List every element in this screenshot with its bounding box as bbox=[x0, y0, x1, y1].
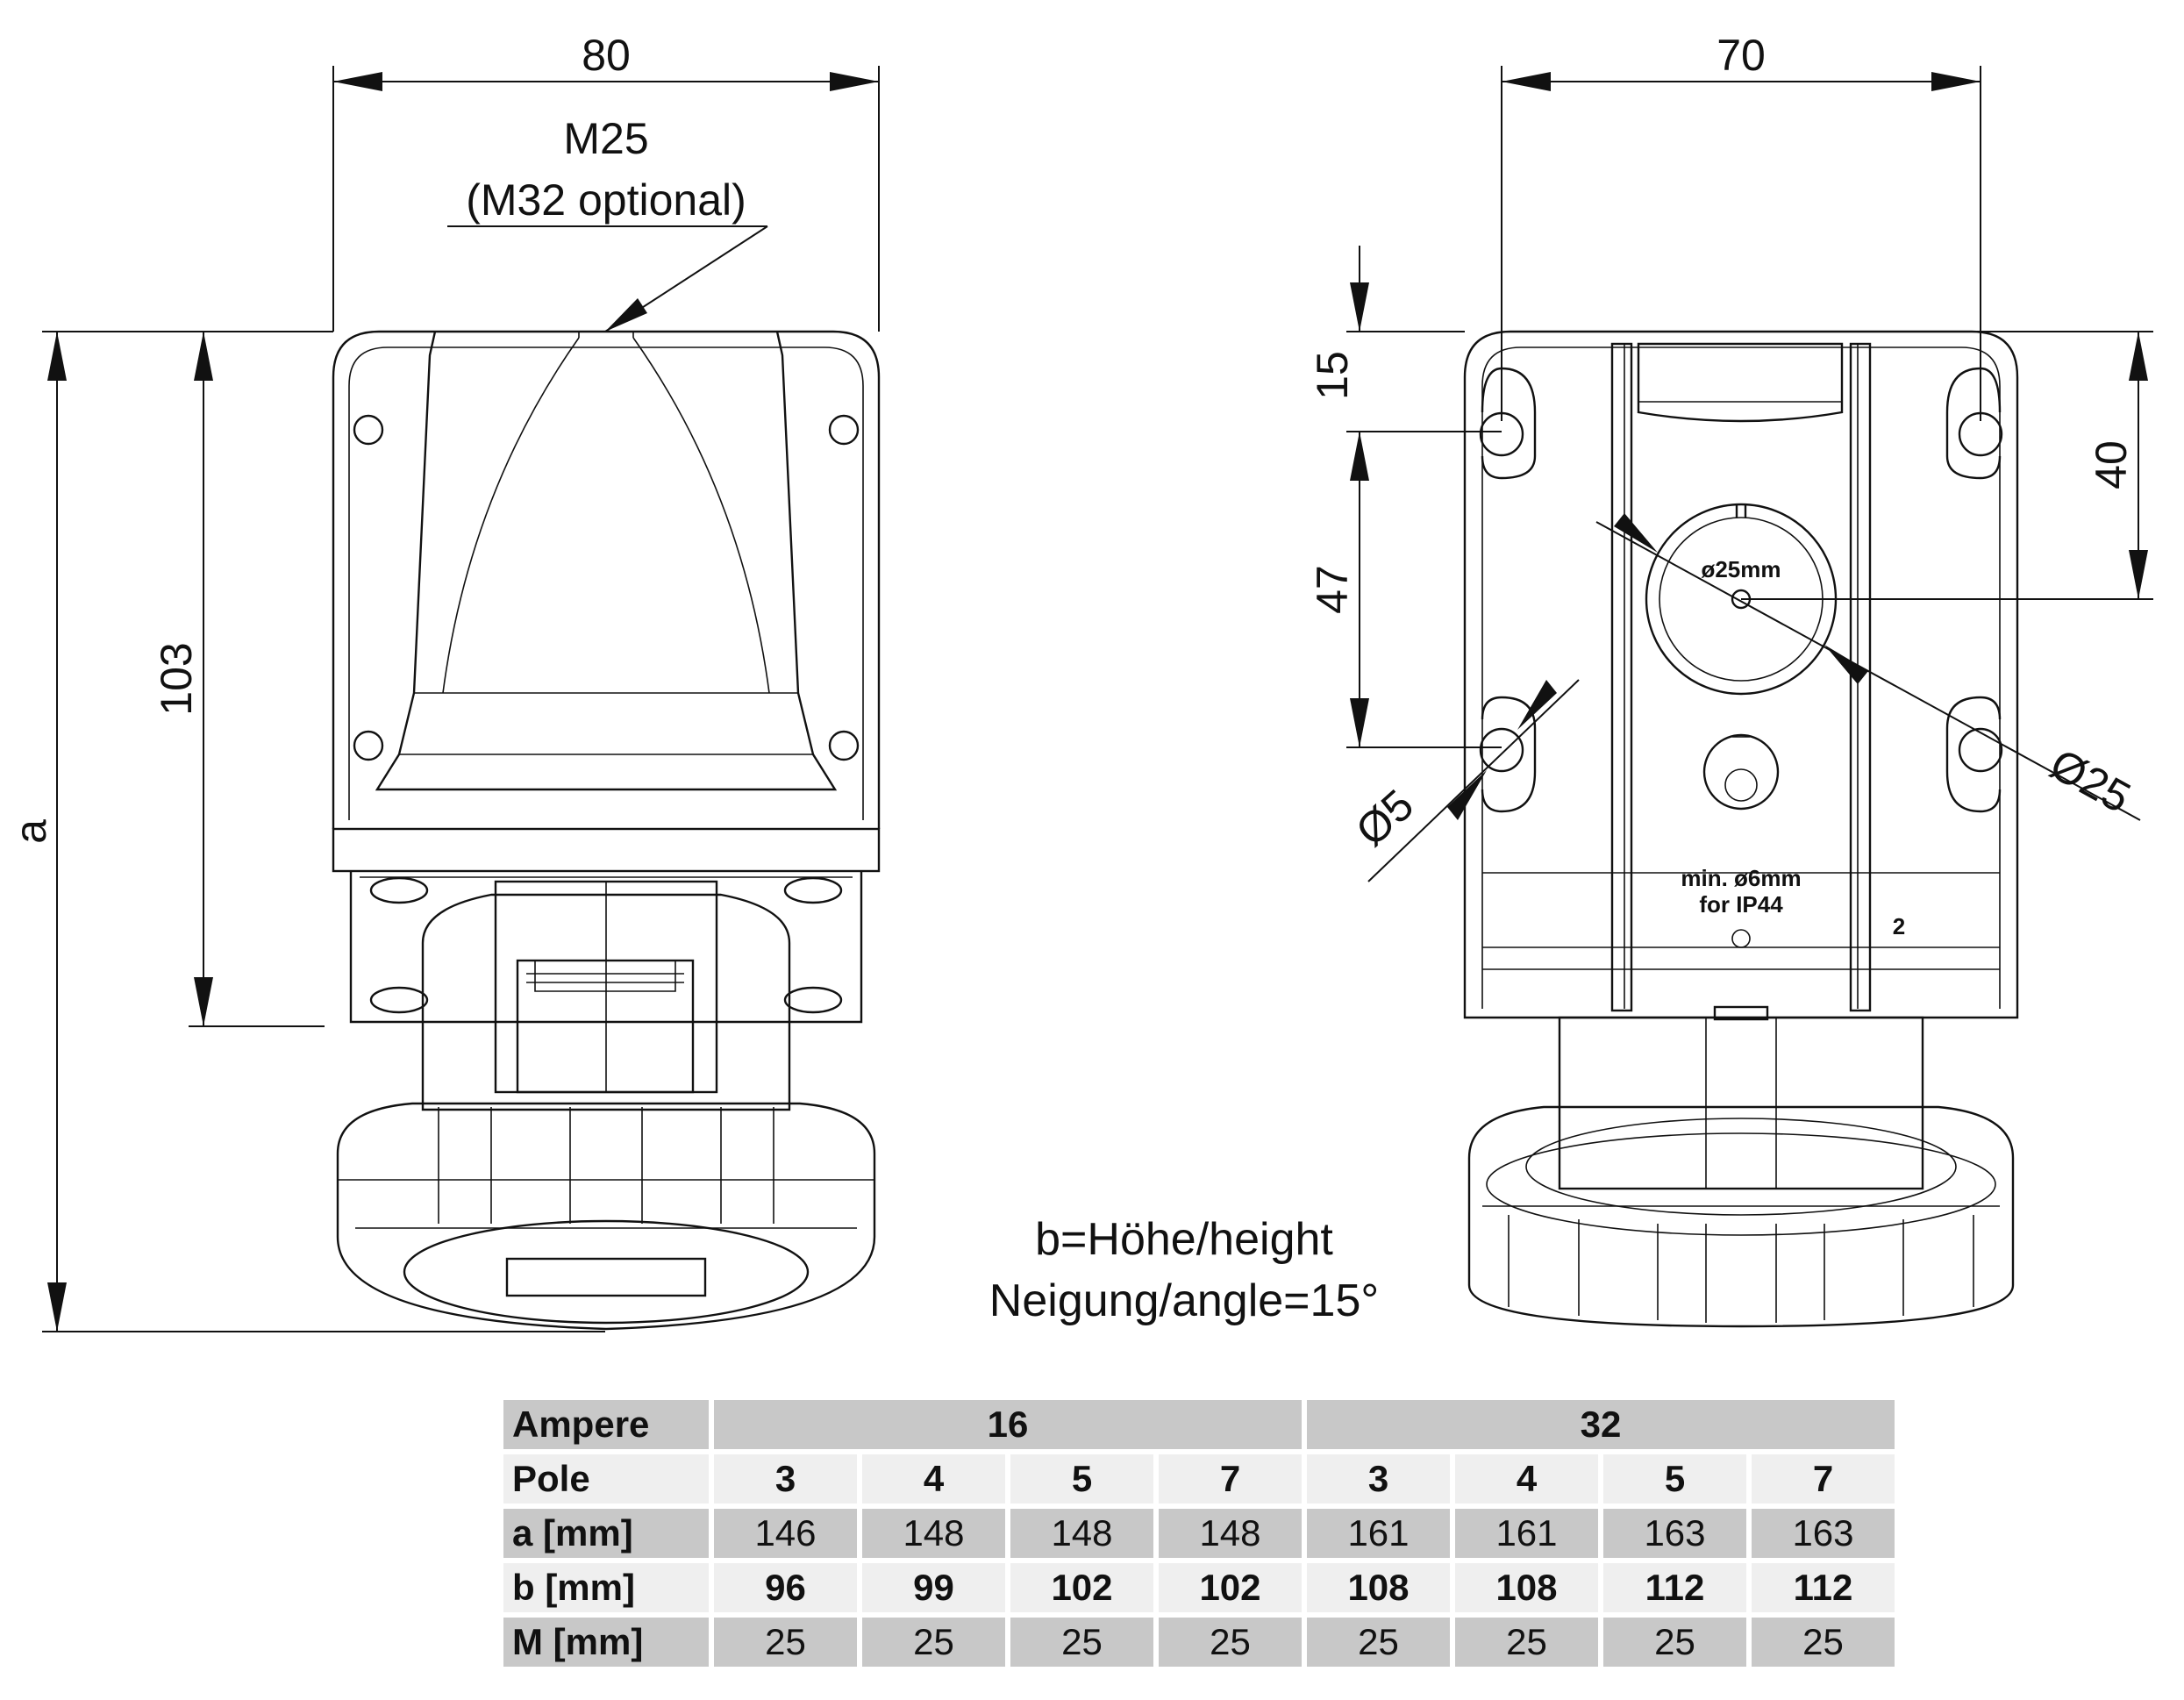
thread-callout: M25 (M32 optional) bbox=[447, 114, 768, 332]
table-cell: 7 bbox=[1159, 1454, 1302, 1504]
table-cell: 25 bbox=[1752, 1618, 1895, 1667]
dim-width-80-text: 80 bbox=[582, 31, 631, 80]
table-cell: 108 bbox=[1455, 1563, 1598, 1612]
table-cell: 148 bbox=[862, 1509, 1005, 1558]
table-cell: 4 bbox=[1455, 1454, 1598, 1504]
dim-right-40: 40 bbox=[1741, 331, 2153, 600]
front-coupling-ring bbox=[1467, 1105, 2015, 1328]
notes: b=Höhe/height Neigung/angle=15° bbox=[989, 1214, 1379, 1326]
table-row-ampere: Ampere 16 32 bbox=[503, 1400, 1895, 1449]
side-view: 80 M25 (M32 optional) a 103 bbox=[6, 31, 881, 1332]
table-cell: 102 bbox=[1159, 1563, 1302, 1612]
table-cell: 148 bbox=[1159, 1509, 1302, 1558]
table-cell: 25 bbox=[1603, 1618, 1746, 1667]
cable-entry: ø25mm bbox=[1645, 503, 1838, 696]
table-cell: 163 bbox=[1603, 1509, 1746, 1558]
table-cell: 112 bbox=[1752, 1563, 1895, 1612]
table-cell: 99 bbox=[862, 1563, 1005, 1612]
dim-diameter-25-text: Ø25 bbox=[2042, 739, 2138, 823]
dim-diameter-25: Ø25 bbox=[1595, 513, 2141, 823]
table-cell: 4 bbox=[862, 1454, 1005, 1504]
table-cell: 25 bbox=[714, 1618, 857, 1667]
earth-knob bbox=[1702, 733, 1780, 811]
side-housing bbox=[375, 331, 838, 791]
front-socket-tube bbox=[1558, 1005, 1924, 1190]
dim-width-70: 70 bbox=[1501, 31, 1981, 421]
table-cell: 25 bbox=[1010, 1618, 1153, 1667]
table-row-b: b [mm] 96 99 102 102 108 108 112 112 bbox=[503, 1563, 1895, 1612]
thread-optional-label: (M32 optional) bbox=[466, 175, 746, 225]
entry-marking: ø25mm bbox=[1701, 556, 1781, 582]
table-cell: 112 bbox=[1603, 1563, 1746, 1612]
ip-marking-line1: min. ø6mm bbox=[1681, 865, 1801, 891]
table-cell: 161 bbox=[1455, 1509, 1598, 1558]
row-label: Ampere bbox=[503, 1400, 709, 1449]
thread-label: M25 bbox=[563, 114, 648, 163]
table-row-m: M [mm] 25 25 25 25 25 25 25 25 bbox=[503, 1618, 1895, 1667]
ampere-group-32: 32 bbox=[1307, 1400, 1895, 1449]
dim-40-text: 40 bbox=[2087, 440, 2136, 489]
dim-width-80: 80 bbox=[332, 31, 880, 332]
side-coupling-ring bbox=[336, 1102, 876, 1331]
table-cell: 25 bbox=[862, 1618, 1005, 1667]
dim-height-a: a bbox=[6, 331, 605, 1332]
side-socket-body bbox=[421, 880, 791, 1111]
table-cell: 102 bbox=[1010, 1563, 1153, 1612]
table-cell: 108 bbox=[1307, 1563, 1450, 1612]
table-row-pole: Pole 3 4 5 7 3 4 5 7 bbox=[503, 1454, 1895, 1504]
angle-note: Neigung/angle=15° bbox=[989, 1275, 1379, 1326]
row-label: Pole bbox=[503, 1454, 709, 1504]
row-label: b [mm] bbox=[503, 1563, 709, 1612]
row-label: M [mm] bbox=[503, 1618, 709, 1667]
table-cell: 148 bbox=[1010, 1509, 1153, 1558]
dim-left-stack: 15 47 bbox=[1308, 246, 1502, 748]
dim-diameter-5-text: Ø5 bbox=[1346, 780, 1423, 855]
dim-height-103-text: 103 bbox=[152, 642, 201, 715]
row-label: a [mm] bbox=[503, 1509, 709, 1558]
spec-table: Ampere 16 32 Pole 3 4 5 7 3 4 5 7 a [mm]… bbox=[498, 1395, 1900, 1672]
table-cell: 25 bbox=[1159, 1618, 1302, 1667]
front-back-plate bbox=[1463, 330, 2019, 1019]
dim-diameter-5: Ø5 bbox=[1346, 679, 1580, 882]
table-cell: 161 bbox=[1307, 1509, 1450, 1558]
table-cell: 3 bbox=[1307, 1454, 1450, 1504]
dim-height-103: 103 bbox=[152, 332, 325, 1027]
table-cell: 25 bbox=[1307, 1618, 1450, 1667]
dim-47-text: 47 bbox=[1308, 565, 1357, 614]
table-cell: 5 bbox=[1603, 1454, 1746, 1504]
ip-marking: min. ø6mm for IP44 2 bbox=[1681, 865, 1905, 948]
front-view: 70 15 47 40 bbox=[1308, 31, 2153, 1328]
table-cell: 146 bbox=[714, 1509, 857, 1558]
part-number-marking: 2 bbox=[1893, 913, 1905, 939]
table-row-a: a [mm] 146 148 148 148 161 161 163 163 bbox=[503, 1509, 1895, 1558]
side-back-plate bbox=[332, 330, 881, 829]
dim-height-a-text: a bbox=[6, 819, 55, 844]
table-cell: 3 bbox=[714, 1454, 857, 1504]
table-cell: 5 bbox=[1010, 1454, 1153, 1504]
ampere-group-16: 16 bbox=[714, 1400, 1302, 1449]
ip-marking-line2: for IP44 bbox=[1699, 891, 1783, 918]
table-cell: 96 bbox=[714, 1563, 857, 1612]
technical-drawing: 80 M25 (M32 optional) a 103 bbox=[6, 31, 2153, 1332]
table-cell: 25 bbox=[1455, 1618, 1598, 1667]
dim-15-text: 15 bbox=[1308, 351, 1357, 400]
height-note: b=Höhe/height bbox=[1035, 1214, 1333, 1265]
table-cell: 163 bbox=[1752, 1509, 1895, 1558]
dim-width-70-text: 70 bbox=[1717, 31, 1766, 80]
table-cell: 7 bbox=[1752, 1454, 1895, 1504]
